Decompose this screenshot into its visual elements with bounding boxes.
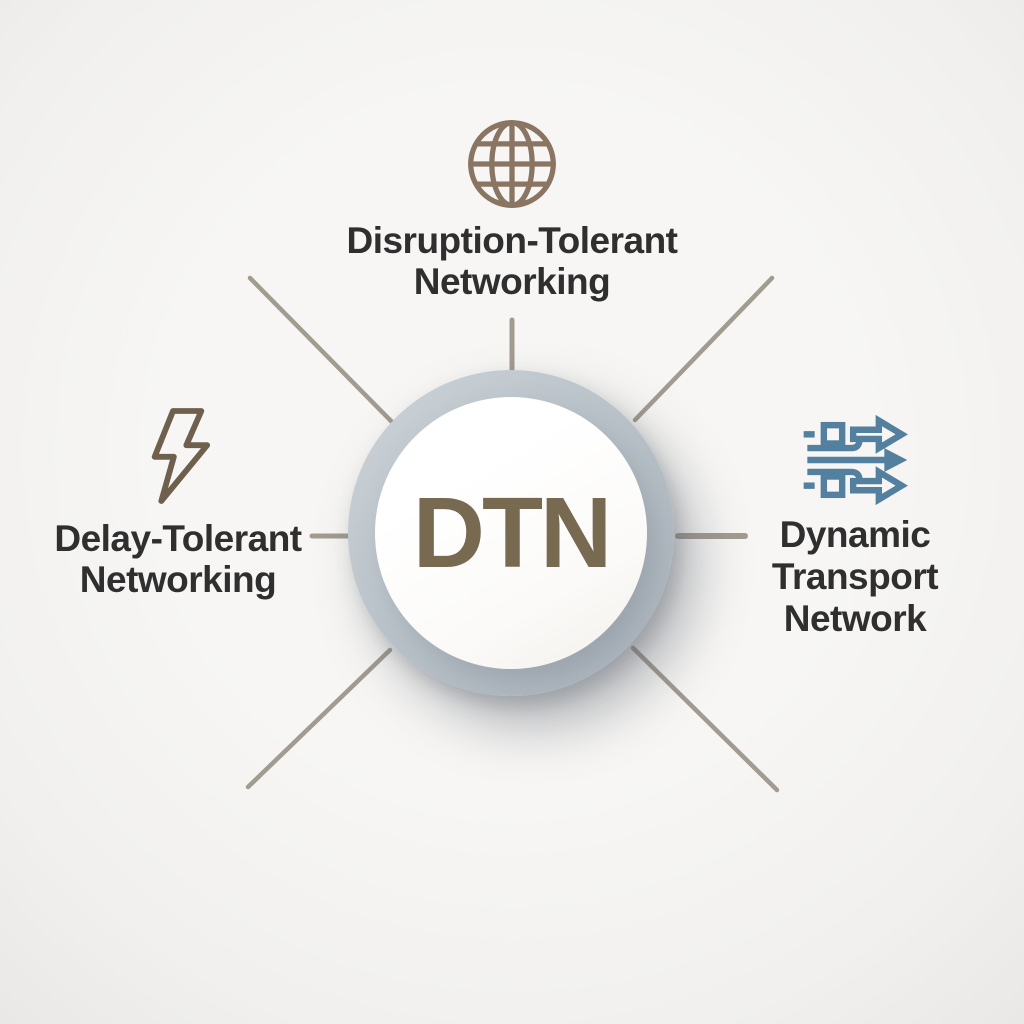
lightning-bolt-icon [151,408,211,504]
connector-line-lower-left [245,647,393,790]
node-label: Disruption-Tolerant Networking [346,220,678,302]
node-dynamic-transport-network: Dynamic Transport Network [755,414,955,640]
node-label-line: Dynamic [779,514,931,555]
node-delay-tolerant-networking: Delay-Tolerant Networking [28,406,328,600]
node-label-line: Delay-Tolerant [54,518,302,559]
node-label-line: Network [783,598,927,639]
hub-circle: DTN [348,370,674,696]
node-label: Dynamic Transport Network [771,514,939,640]
data-flow-arrows-icon [803,414,908,506]
node-label-line: Networking [413,261,611,302]
node-label: Delay-Tolerant Networking [54,518,302,600]
hub-acronym: DTN [412,477,613,589]
globe-icon [468,120,556,208]
node-label-line: Networking [79,559,277,600]
hub-circle-inner: DTN [375,397,647,669]
node-label-line: Transport [771,556,939,597]
node-label-line: Disruption-Tolerant [346,220,678,261]
connector-line-lower-right [630,645,780,793]
node-disruption-tolerant-networking: Disruption-Tolerant Networking [312,116,712,302]
